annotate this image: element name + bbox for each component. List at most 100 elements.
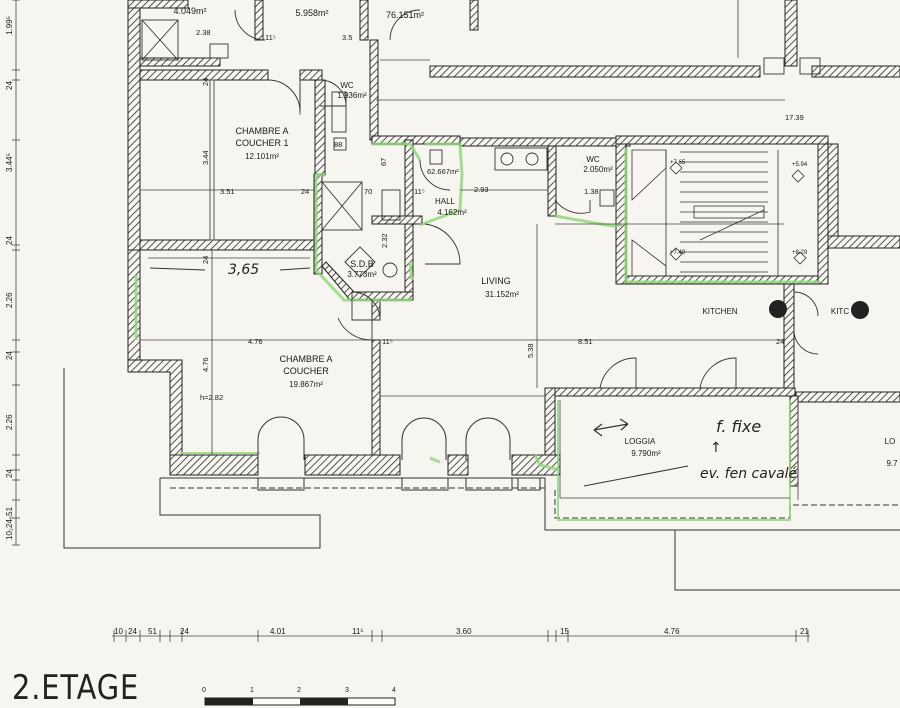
left-dim-0: 1.99⁵ xyxy=(5,16,14,35)
left-dim-5: 24 xyxy=(5,351,14,360)
chambre2-area: 19.867m² xyxy=(289,380,323,389)
kitchen1-name: KITCHEN xyxy=(702,307,737,316)
dim-24b: 24 xyxy=(776,337,784,346)
bottom-dim-6: 3.60 xyxy=(456,627,472,636)
scale-label-3: 3 xyxy=(345,687,349,694)
dim-24c: 24 xyxy=(201,78,210,86)
chambre2-name-1: CHAMBRE A xyxy=(279,354,332,364)
loggia2-area: 9.7 xyxy=(886,459,898,468)
chambre2-name-2: COUCHER xyxy=(283,366,329,376)
bottom-dim-8: 4.76 xyxy=(664,627,680,636)
left-dim-2: 3.44⁵ xyxy=(5,153,14,172)
handwritten-notes: 3,65 f. fixe ↑ ev. fen cavalé xyxy=(149,262,798,487)
bottom-dim-3: 24 xyxy=(180,627,189,636)
scale-label-0: 0 xyxy=(202,687,206,694)
dim-138: 1.38 xyxy=(584,187,599,196)
dim-344: 3.44 xyxy=(201,150,210,165)
bottom-dim-4: 4.01 xyxy=(270,627,286,636)
wc1-name: WC xyxy=(340,81,354,90)
dim-24d: 24 xyxy=(201,256,210,264)
loggia2-name: LO xyxy=(885,437,896,446)
chambre1-name-2: COUCHER 1 xyxy=(235,138,288,148)
interior-lines xyxy=(140,0,799,500)
top-area-3: 76.151m² xyxy=(386,10,424,20)
staircase xyxy=(631,149,807,277)
wc2-name: WC xyxy=(586,155,600,164)
wc1-area: 1.936m² xyxy=(337,91,367,100)
sdb-area: 3.773m² xyxy=(347,270,377,279)
bottom-dim-5: 11⁵ xyxy=(352,627,364,636)
left-dim-8: 10₂24₅51 xyxy=(5,506,14,540)
dim-238: 2.38 xyxy=(196,28,211,37)
hand-note-cavale: ev. fen cavalé xyxy=(700,466,798,482)
shower-tray-sdb xyxy=(321,181,363,231)
dim-62: 62.667m² xyxy=(427,167,459,176)
dim-293: 2.93 xyxy=(474,185,489,194)
left-dim-3: 24 xyxy=(5,236,14,245)
loggia1-area: 9.790m² xyxy=(631,449,661,458)
left-dim-6: 2.26 xyxy=(5,414,14,430)
dim-351: 3.51 xyxy=(220,187,235,196)
bottom-dim-1: 24 xyxy=(128,627,137,636)
dim-1739: 17.39 xyxy=(785,113,804,122)
dim-11b: 11⁵ xyxy=(414,187,425,196)
loggia1-name: LOGGIA xyxy=(625,437,656,446)
dim-538: 5.38 xyxy=(526,343,535,358)
floor-title: 2.ETAGE xyxy=(12,668,140,708)
bottom-dimension-labels: 10 24 51 24 4.01 11⁵ 3.60 15 4.76 21 xyxy=(114,627,809,636)
dim-851: 8.51 xyxy=(578,337,593,346)
hall-area: 4.162m² xyxy=(437,208,467,217)
scale-label-1: 1 xyxy=(250,687,254,694)
bottom-dimension-chain xyxy=(112,630,810,642)
hand-note-365: 3,65 xyxy=(228,262,259,278)
hand-double-arrow xyxy=(593,418,629,437)
top-area-2: 5.958m² xyxy=(295,8,328,18)
stair-level-765: +7.65 xyxy=(670,160,686,166)
bottom-dim-7: 15 xyxy=(560,627,569,636)
hall-name: HALL xyxy=(435,197,456,206)
stair-level-594: +5.94 xyxy=(792,162,808,168)
dim-70: 70 xyxy=(364,187,372,196)
dim-11a: 11⁵ xyxy=(265,33,276,42)
arched-windows xyxy=(257,416,541,491)
wc2-area: 2.050m² xyxy=(583,165,613,174)
left-dim-1: 24 xyxy=(5,81,14,90)
bottom-dim-0: 10 xyxy=(114,627,123,636)
hand-note-fixe: f. fixe xyxy=(716,417,761,436)
kitchen2-name: KITC xyxy=(831,307,849,316)
hand-arrow-365 xyxy=(149,267,311,271)
bottom-dim-2: 51 xyxy=(148,627,157,636)
hand-line xyxy=(583,465,689,487)
dim-67: 67 xyxy=(379,158,388,166)
left-dimension-chain xyxy=(12,0,20,546)
living-area: 31.152m² xyxy=(485,290,519,299)
dim-232: 2.32 xyxy=(380,233,389,248)
dim-476v: 4.76 xyxy=(201,357,210,372)
top-area-1: 4.049m² xyxy=(173,6,206,16)
left-dimension-labels: 1.99⁵ 24 3.44⁵ 24 2.26 24 2.26 24 10₂24₅… xyxy=(5,16,14,540)
dim-11c: 11⁵ xyxy=(382,337,393,346)
stair-level-748: +7.48 xyxy=(670,250,686,256)
dim-282: h=2.82 xyxy=(200,393,223,402)
hand-arrow-up: ↑ xyxy=(710,440,722,456)
scale-label-2: 2 xyxy=(297,687,301,694)
left-dim-4: 2.26 xyxy=(5,292,14,308)
dim-35: 3.5 xyxy=(342,33,352,42)
stair-level-829: +8.29 xyxy=(792,250,808,256)
terrace-outline xyxy=(63,368,900,591)
scale-label-4: 4 xyxy=(392,687,396,694)
chambre1-area: 12.101m² xyxy=(245,152,279,161)
scale-bar: 0 1 2 3 4 xyxy=(202,687,396,706)
fixtures xyxy=(141,19,821,278)
kitchen-marker-1 xyxy=(769,300,787,318)
green-highlights xyxy=(134,142,820,521)
room-labels: 4.049m² 5.958m² 76.151m² CHAMBRE A COUCH… xyxy=(173,6,898,468)
chambre1-name-1: CHAMBRE A xyxy=(235,126,288,136)
bottom-dim-9: 21 xyxy=(800,627,809,636)
living-name: LIVING xyxy=(481,276,511,286)
dimension-labels: 62.667m² 2.38 11⁵ 3.5 88 67 70 11⁵ 2.93 … xyxy=(196,28,808,402)
dim-476: 4.76 xyxy=(248,337,263,346)
left-dim-7: 24 xyxy=(5,469,14,478)
shower-tray-top xyxy=(141,19,179,61)
